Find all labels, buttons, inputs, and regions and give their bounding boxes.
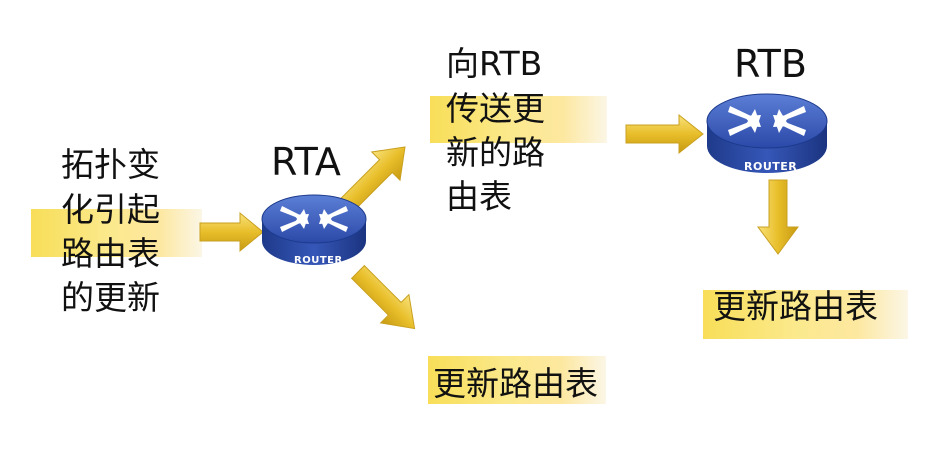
rtb-badge: ROUTER xyxy=(744,160,798,173)
trigger-line-3: 路由表 xyxy=(61,234,160,273)
rta-update-label: 更新路由表 xyxy=(433,364,598,403)
rtb-name: RTB xyxy=(734,42,807,86)
send-box xyxy=(430,96,607,143)
rtb-update-label: 更新路由表 xyxy=(713,287,878,326)
trigger-line-1: 拓扑变 xyxy=(61,145,160,184)
rta-update-box xyxy=(428,356,606,404)
send-line-3: 新的路 xyxy=(446,133,545,172)
arrow-rtb-down xyxy=(757,179,799,255)
trigger-line-2: 化引起 xyxy=(61,190,160,229)
send-line-1: 向RTB xyxy=(446,44,543,83)
trigger-box xyxy=(31,209,202,257)
rta-name: RTA xyxy=(271,140,341,184)
router-rtb-icon xyxy=(706,93,828,173)
send-line-4: 由表 xyxy=(446,177,512,216)
arrow-rta-to-update xyxy=(350,264,416,330)
arrow-rta-to-send xyxy=(339,146,406,213)
trigger-line-4: 的更新 xyxy=(61,278,160,317)
rtb-update-box xyxy=(703,290,908,339)
arrow-to-rtb xyxy=(625,113,704,155)
send-line-2: 传送更 xyxy=(446,89,545,128)
arrow-to-rta xyxy=(199,211,264,253)
router-rta-icon xyxy=(261,194,367,265)
rta-badge: ROUTER xyxy=(294,255,343,266)
